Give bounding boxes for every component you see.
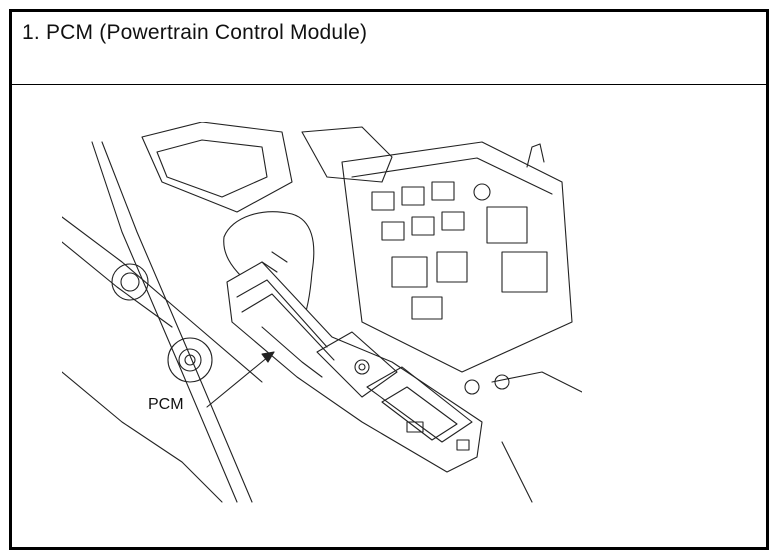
section-title: 1. PCM (Powertrain Control Module) bbox=[22, 21, 368, 44]
section-header: 1. PCM (Powertrain Control Module) bbox=[12, 12, 766, 85]
document-frame: 1. PCM (Powertrain Control Module) bbox=[9, 9, 769, 550]
engine-bay-illustration bbox=[62, 122, 582, 503]
pcm-callout-label: PCM bbox=[148, 396, 184, 413]
